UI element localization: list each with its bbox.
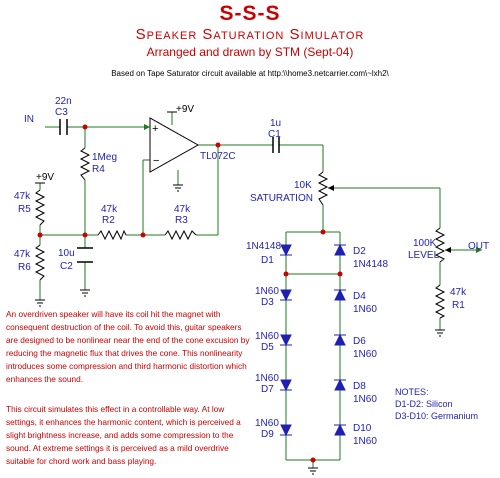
r4-name: R4 xyxy=(92,164,105,175)
description-paragraph-1: An overdriven speaker will have its coil… xyxy=(6,309,250,384)
d3-name: D3 xyxy=(261,297,274,308)
junction-nodes xyxy=(37,124,343,463)
d6-type: 1N60 xyxy=(353,349,377,360)
svg-text:−: − xyxy=(153,155,159,167)
input-label: IN xyxy=(24,114,34,125)
d1-type: 1N4148 xyxy=(246,241,282,252)
description-paragraph-2: This circuit simulates this effect in a … xyxy=(6,404,241,466)
d7-name: D7 xyxy=(261,384,274,395)
d2-name: D2 xyxy=(353,246,366,257)
pot-level-value: 100K xyxy=(413,238,437,249)
svg-text:+: + xyxy=(152,123,158,135)
d2-type: 1N4148 xyxy=(353,259,389,270)
r2-value: 47k xyxy=(101,204,118,215)
d3-type: 1N60 xyxy=(255,286,279,297)
byline: Arranged and drawn by STM (Sept-04) xyxy=(146,45,354,59)
d4-name: D4 xyxy=(353,291,366,302)
d5-name: D5 xyxy=(261,342,274,353)
c3-name: C3 xyxy=(55,107,68,118)
d7-type: 1N60 xyxy=(255,373,279,384)
r5-name: R5 xyxy=(18,204,31,215)
d1-name: D1 xyxy=(261,255,274,266)
r5-value: 47k xyxy=(14,191,31,202)
r3-value: 47k xyxy=(174,204,191,215)
d8-type: 1N60 xyxy=(353,394,377,405)
supply-top-label: +9V xyxy=(176,104,195,115)
source-note: Based on Tape Saturator circuit availabl… xyxy=(111,69,389,78)
pot-sat-value: 10K xyxy=(294,180,312,191)
r1-value: 47k xyxy=(450,287,467,298)
r3-name: R3 xyxy=(175,215,188,226)
r1-name: R1 xyxy=(452,300,465,311)
d8-name: D8 xyxy=(353,381,366,392)
pot-level-name: LEVEL xyxy=(408,250,440,261)
d4-type: 1N60 xyxy=(353,304,377,315)
r4-value: 1Meg xyxy=(92,152,118,163)
d9-name: D9 xyxy=(261,429,274,440)
r6-value: 47k xyxy=(14,249,31,260)
c1-name: C1 xyxy=(268,129,281,140)
d5-type: 1N60 xyxy=(255,331,279,342)
c1-value: 1u xyxy=(270,118,282,129)
opamp-pin-signs: + − xyxy=(152,123,159,167)
notes-line-2: D3-D10: Germanium xyxy=(395,411,479,421)
notes-heading: NOTES: xyxy=(395,387,429,397)
c2-value: 10u xyxy=(58,248,75,259)
wires xyxy=(39,112,482,468)
r2-name: R2 xyxy=(102,215,115,226)
diodes xyxy=(280,243,346,437)
c3-value: 22n xyxy=(55,96,72,107)
page-title: S-S-S xyxy=(219,2,281,25)
output-label: OUT xyxy=(468,241,490,252)
pot-arrows xyxy=(144,124,482,253)
page-subtitle: Speaker Saturation Simulator xyxy=(135,26,365,43)
r6-name: R6 xyxy=(18,262,31,273)
pot-sat-name: SATURATION xyxy=(250,193,313,204)
d9-type: 1N60 xyxy=(255,418,279,429)
d10-type: 1N60 xyxy=(353,436,377,447)
d10-name: D10 xyxy=(353,423,372,434)
supply-left-label: +9V xyxy=(36,172,55,183)
d6-name: D6 xyxy=(353,336,366,347)
notes-line-1: D1-D2: Silicon xyxy=(395,399,453,409)
c2-name: C2 xyxy=(60,261,73,272)
opamp-label: TL072C xyxy=(200,151,236,162)
components xyxy=(34,111,446,475)
